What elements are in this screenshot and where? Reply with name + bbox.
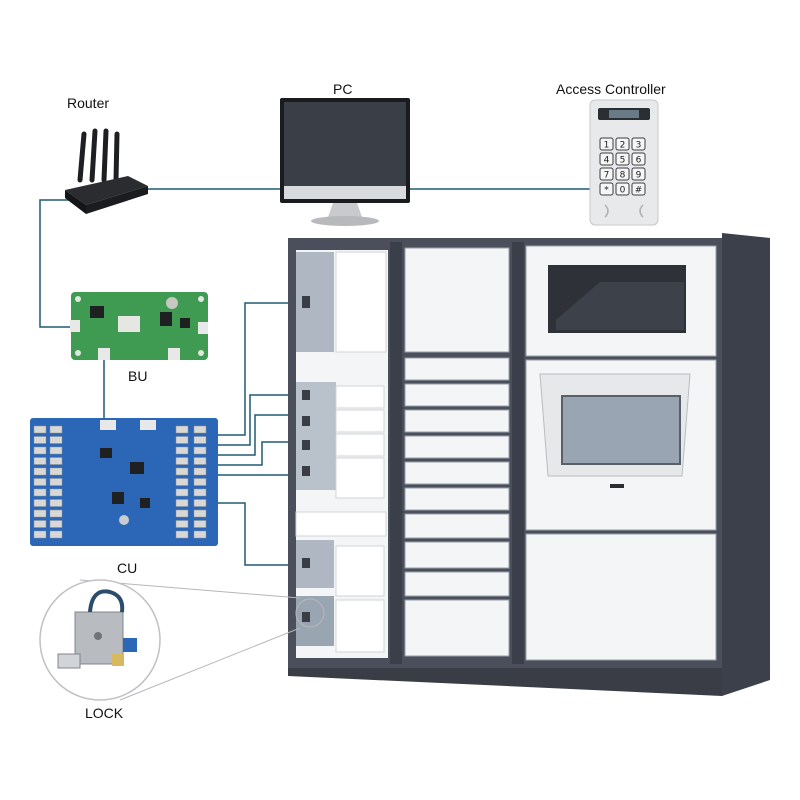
cu-terminal — [194, 489, 206, 496]
right-locker-column — [526, 246, 716, 660]
keypad-key: 4 — [600, 153, 613, 166]
cu-terminal — [176, 426, 188, 433]
cu-terminal — [34, 489, 46, 496]
keypad-key: 8 — [616, 168, 629, 181]
cu-terminal — [176, 510, 188, 517]
cu-terminal — [34, 458, 46, 465]
cu-terminal — [194, 521, 206, 528]
locker-door — [405, 436, 509, 458]
cu-terminal — [50, 489, 62, 496]
keypad-key-label: 6 — [636, 156, 642, 166]
cu-terminal — [50, 426, 62, 433]
locker-door — [405, 488, 509, 510]
cu-terminal — [50, 468, 62, 475]
keypad-key: 2 — [616, 138, 629, 151]
keypad-key: 9 — [632, 168, 645, 181]
keypad-key-label: 3 — [636, 141, 642, 151]
keypad-key-label: 0 — [620, 186, 626, 196]
keypad-key: # — [632, 183, 645, 196]
cu-terminal — [176, 531, 188, 538]
cu-terminal — [50, 500, 62, 507]
cu-terminal — [34, 437, 46, 444]
cu-terminal — [194, 510, 206, 517]
keypad-key: 7 — [600, 168, 613, 181]
keypad-key: 3 — [632, 138, 645, 151]
cu-terminal — [176, 468, 188, 475]
cu-terminal — [194, 531, 206, 538]
keypad-key-label: # — [635, 186, 643, 196]
lock-label: LOCK — [85, 705, 123, 721]
keypad-key: 6 — [632, 153, 645, 166]
cu-terminal — [34, 531, 46, 538]
keypad-key-label: 2 — [620, 141, 626, 151]
router-device — [65, 131, 148, 214]
locker-door — [405, 600, 509, 656]
cu-terminal — [194, 468, 206, 475]
keypad-key-label: * — [604, 186, 609, 196]
middle-locker-column — [405, 248, 509, 656]
keypad-key-label: 7 — [604, 171, 610, 181]
cu-terminal — [50, 458, 62, 465]
cu-terminal — [50, 479, 62, 486]
locker-door — [405, 358, 509, 380]
access-controller-label: Access Controller — [556, 81, 666, 97]
locker-door — [405, 542, 509, 568]
keypad-key: 1 — [600, 138, 613, 151]
cu-terminal — [194, 479, 206, 486]
cu-terminal — [34, 479, 46, 486]
cu-terminal — [50, 437, 62, 444]
locker-door — [405, 384, 509, 406]
bu-label: BU — [128, 368, 147, 384]
cu-terminal — [34, 500, 46, 507]
locker-door — [405, 462, 509, 484]
cu-terminal — [176, 500, 188, 507]
cu-terminal — [194, 426, 206, 433]
keypad-key: 0 — [616, 183, 629, 196]
locker-door — [405, 514, 509, 538]
cu-terminal — [34, 510, 46, 517]
pc-label: PC — [333, 81, 352, 97]
cu-terminal — [34, 426, 46, 433]
cu-board — [30, 418, 218, 546]
cu-terminal — [176, 479, 188, 486]
cu-terminal — [50, 521, 62, 528]
bu-board — [70, 292, 208, 360]
cu-label: CU — [117, 560, 137, 576]
keypad-key: * — [600, 183, 613, 196]
cu-terminal — [176, 521, 188, 528]
cu-terminal — [194, 500, 206, 507]
cu-terminal — [34, 468, 46, 475]
cu-terminal — [50, 447, 62, 454]
locker-door — [405, 410, 509, 432]
cu-terminal — [50, 510, 62, 517]
cu-terminal — [176, 458, 188, 465]
cu-terminal — [194, 458, 206, 465]
router-label: Router — [67, 95, 109, 111]
cu-terminal — [34, 521, 46, 528]
cu-terminal — [34, 447, 46, 454]
cu-terminal — [194, 447, 206, 454]
cu-terminal — [50, 531, 62, 538]
pc-monitor — [280, 98, 410, 226]
lock-callout — [40, 580, 324, 700]
keypad-key-label: 9 — [636, 171, 642, 181]
locker-cabinet — [288, 233, 770, 696]
keypad-key-label: 5 — [620, 156, 626, 166]
locker-door — [405, 572, 509, 596]
cu-terminal — [176, 447, 188, 454]
keypad-key: 5 — [616, 153, 629, 166]
keypad-key-label: 4 — [604, 156, 610, 166]
keypad-key-label: 1 — [604, 141, 610, 151]
cu-terminal — [194, 437, 206, 444]
cu-terminal — [176, 489, 188, 496]
cu-terminal — [176, 437, 188, 444]
keypad-key-label: 8 — [620, 171, 626, 181]
left-locker-column — [296, 250, 388, 658]
